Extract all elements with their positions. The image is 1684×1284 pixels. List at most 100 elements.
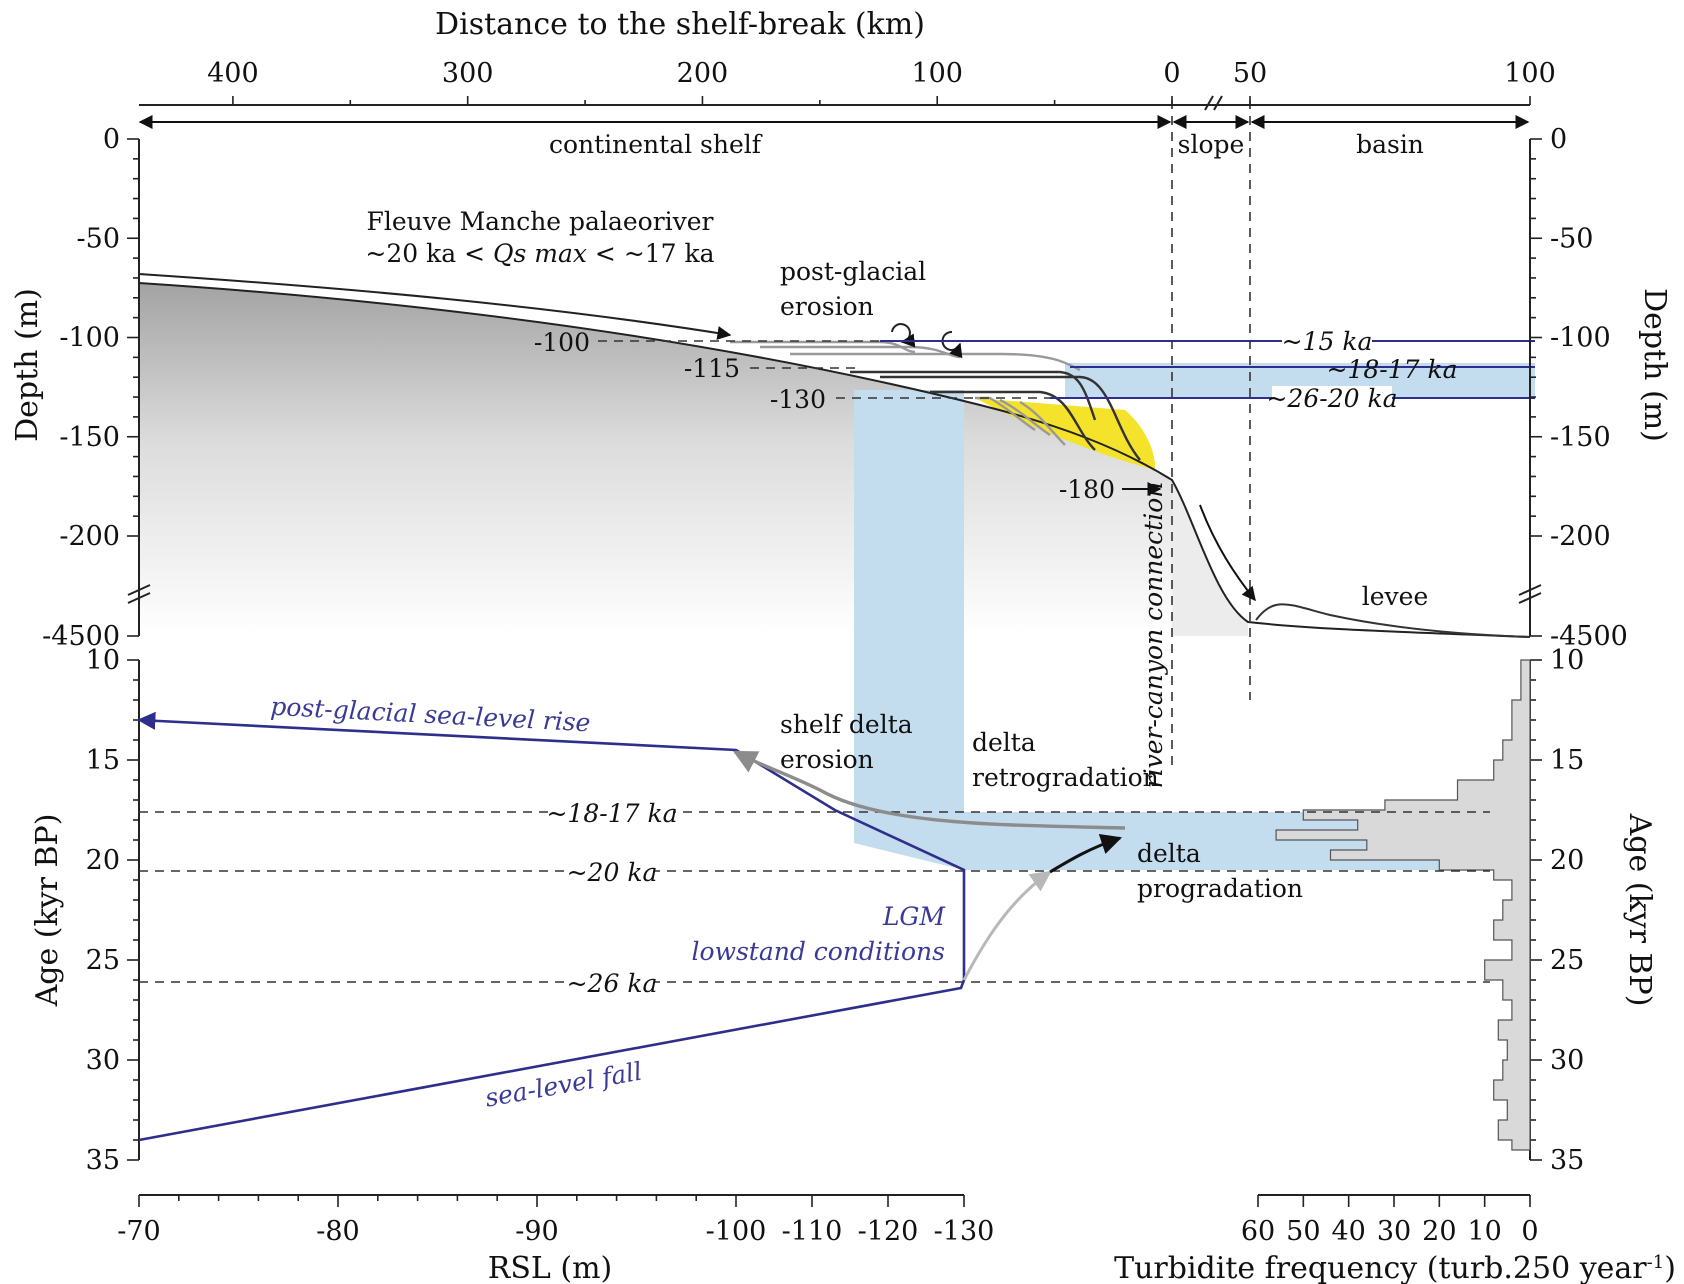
palaeoriver-label: Fleuve Manche palaeoriver [366, 207, 713, 236]
turb-axis-tick-label: 20 [1422, 1216, 1456, 1247]
shelf-sediment-body [139, 283, 1172, 636]
rsl-axis-tick-label: -70 [117, 1216, 160, 1247]
age-axis-tick-label: 15 [1550, 745, 1584, 776]
turb-axis-tick-label: 60 [1241, 1216, 1275, 1247]
ka26-label: ~26 ka [567, 969, 658, 998]
shelf-erosion-label-1: shelf delta [780, 710, 913, 739]
age-axis-tick-label: 30 [86, 1045, 120, 1076]
label-bg [1282, 328, 1372, 356]
rsl-axis-tick-label: -120 [858, 1216, 919, 1247]
top-axis-ticks: 400 300 200 100 0 50 100 [207, 58, 1556, 105]
ka15-label: ~15 ka [1282, 327, 1373, 356]
age-axis-tick-label: 35 [86, 1145, 120, 1176]
depth-axis-tick-label: -200 [1550, 521, 1611, 552]
rsl-curve [137, 711, 966, 1142]
age-axis-tick-label: 35 [1550, 1145, 1584, 1176]
erosion-label-1: post-glacial [780, 257, 926, 286]
turbidite-frequency-histogram [1275, 659, 1531, 1151]
qs-label: ~20 ka < Qs max < ~17 ka [365, 239, 714, 268]
slope-sediment-body [1172, 480, 1248, 636]
depth-label-right: Depth (m) [1637, 288, 1672, 442]
depth-axis-tick-label: -4500 [1550, 621, 1628, 652]
top-axis-tick-label: 200 [677, 58, 729, 89]
rsl-axis-tick-label: -90 [515, 1216, 558, 1247]
sl-rise-label: post-glacial sea-level rise [270, 692, 591, 738]
age-axis-tick-label: 15 [86, 745, 120, 776]
depth-axis-tick-label: -100 [59, 323, 120, 354]
retro-label-1: delta [972, 728, 1036, 757]
turb-axis-tick-label: 50 [1286, 1216, 1320, 1247]
prog-label-1: delta [1137, 839, 1201, 868]
region-shelf-label: continental shelf [549, 130, 763, 159]
ka20-label: ~20 ka [567, 858, 658, 887]
depth-axis-tick-label: 0 [103, 124, 120, 155]
region-slope-label: slope [1178, 130, 1245, 159]
blue-band-vertical [854, 390, 964, 810]
sl-fall-label: sea-level fall [483, 1057, 644, 1113]
levee-profile [1255, 603, 1531, 638]
seafloor-profile [138, 282, 1531, 638]
top-axis-tick-label: 100 [1504, 58, 1556, 89]
depth-axis-tick-label: -50 [77, 223, 120, 254]
depth-axis-tick-label: 0 [1550, 124, 1567, 155]
rsl-axis-tick-label: -100 [706, 1216, 767, 1247]
depth-label-left: Depth (m) [10, 288, 45, 442]
depth-115-label: -115 [684, 354, 740, 383]
depth-axis-tick-label: -150 [1550, 422, 1611, 453]
turb-axis-tick-label: 10 [1467, 1216, 1501, 1247]
rsl-axis-tick-label: -80 [316, 1216, 359, 1247]
age-axis-tick-label: 25 [86, 945, 120, 976]
ka1817-label: ~18-17 ka [546, 799, 677, 828]
prog-label-2: progradation [1137, 874, 1303, 903]
age-axis-tick-label: 30 [1550, 1045, 1584, 1076]
top-axis-tick-label: 0 [1163, 58, 1180, 89]
top-axis-tick-label: 400 [207, 58, 259, 89]
top-axis-title: Distance to the shelf-break (km) [435, 7, 925, 42]
label-bg [565, 969, 655, 995]
label-bg [565, 858, 655, 884]
age-axis-tick-label: 10 [86, 645, 120, 676]
top-axis-tick-label: 300 [442, 58, 494, 89]
top-axis-break-icon [1204, 95, 1223, 111]
depth-axis-tick-label: -200 [59, 521, 120, 552]
age-label-left: Age (kyr BP) [30, 814, 65, 1008]
lgm-label-1: LGM [882, 902, 947, 931]
depth-130-label: -130 [770, 385, 826, 414]
age-axis-tick-label: 20 [86, 845, 120, 876]
ka2620-label: ~26-20 ka [1266, 384, 1397, 413]
turb-axis-tick-label: 40 [1331, 1216, 1365, 1247]
age-axis-tick-label: 25 [1550, 945, 1584, 976]
erosion-swirl-icon [891, 323, 916, 348]
ka1817-upper-label: ~18-17 ka [1326, 355, 1457, 384]
arrow-canyon-flow [1199, 504, 1256, 602]
rsl-axis-label: RSL (m) [488, 1251, 612, 1284]
label-bg [1272, 386, 1392, 412]
depth-axis-tick-label: -4500 [42, 621, 120, 652]
depth-axis-break-icon [1518, 584, 1542, 604]
age-axis-tick-label: 10 [1550, 645, 1584, 676]
erosion-swirl-icon [941, 330, 963, 359]
depth-axis-break-icon [127, 584, 151, 604]
top-axis-tick-label: 50 [1233, 58, 1267, 89]
top-axis-tick-label: 100 [911, 58, 963, 89]
age-label-right: Age (kyr BP) [1622, 813, 1657, 1007]
progradation-arrow-light [962, 870, 1052, 981]
turb-axis-tick-label: 0 [1521, 1216, 1538, 1247]
region-basin-label: basin [1356, 130, 1424, 159]
depth-100-label: -100 [534, 328, 590, 357]
canyon-label: river-canyon connection [1139, 482, 1168, 789]
depth-axis-tick-label: -100 [1550, 323, 1611, 354]
erosion-label-2: erosion [780, 292, 874, 321]
turb-axis-label: Turbidite frequency (turb.250 year-1) [1114, 1251, 1676, 1284]
retrogradation-arrow [732, 750, 1126, 830]
rsl-axis-tick-label: -110 [782, 1216, 843, 1247]
turb-axis-ticks: 60 50 40 30 20 10 0 [1241, 1195, 1539, 1247]
turb-axis-tick-label: 30 [1377, 1216, 1411, 1247]
depth-axis-tick-label: -150 [59, 422, 120, 453]
retro-label-2: retrogradation [972, 763, 1159, 792]
rsl-axis-ticks: -70 -80 -90 -100 -110 -120 -130 [117, 1195, 994, 1247]
rsl-axis-tick-label: -130 [934, 1216, 995, 1247]
